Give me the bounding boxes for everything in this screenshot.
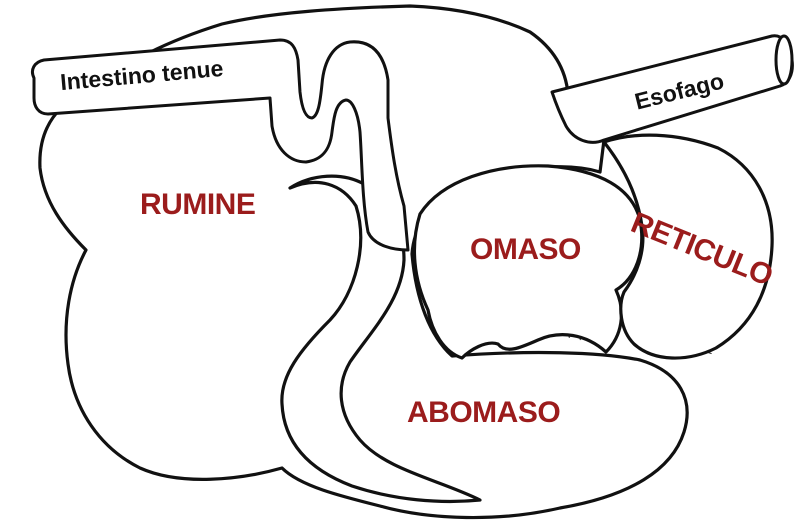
label-omaso: OMASO [470, 233, 581, 266]
reticulum-outline [602, 133, 774, 360]
omasum-outline [412, 164, 644, 360]
esophagus-opening [774, 34, 794, 86]
label-rumine: RUMINE [140, 188, 256, 221]
intestine-tube [30, 38, 410, 252]
label-abomaso: ABOMASO [407, 396, 561, 429]
